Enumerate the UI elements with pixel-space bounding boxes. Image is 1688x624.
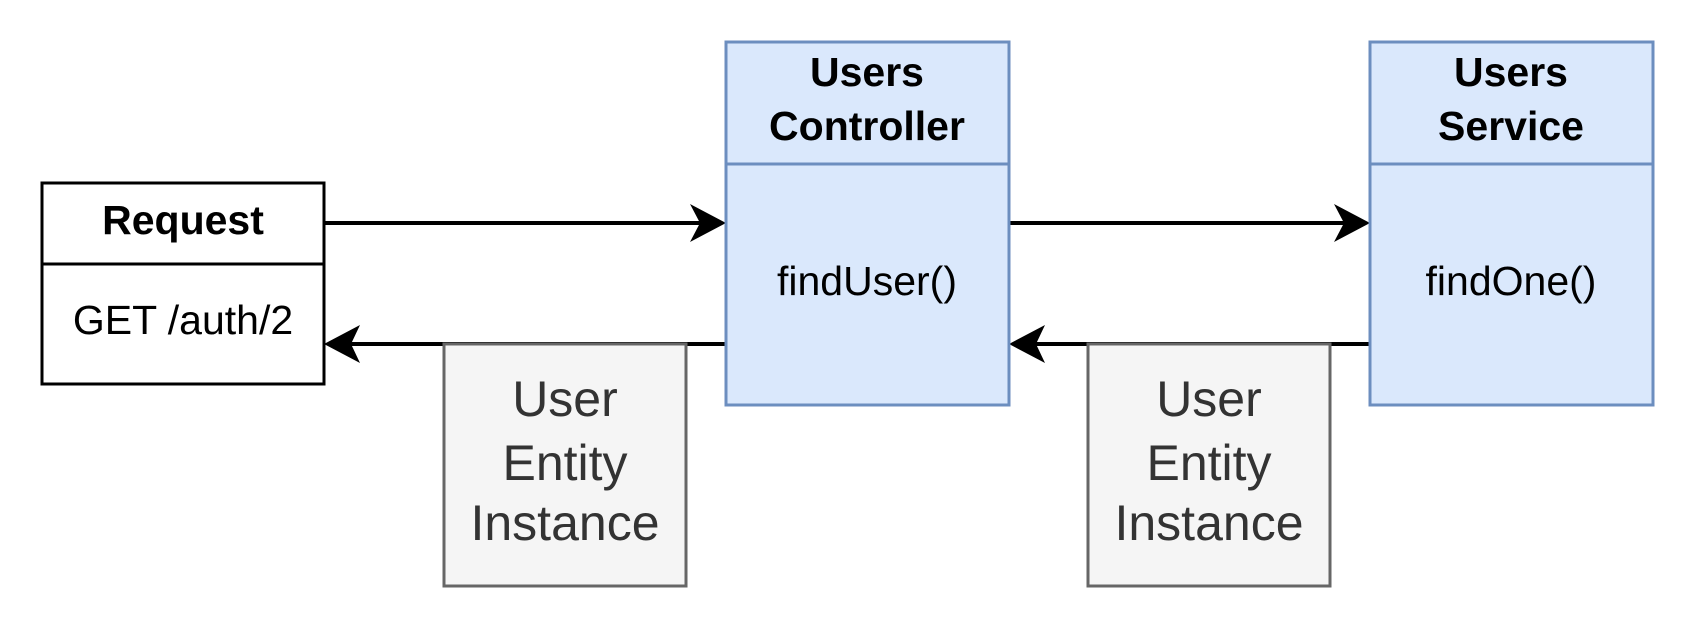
request-body-text: GET /auth/2 bbox=[73, 297, 293, 343]
controller-header bbox=[724, 40, 1011, 166]
entity-note-2[interactable]: User Entity Instance bbox=[1086, 342, 1332, 588]
entity-note-1[interactable]: User Entity Instance bbox=[442, 342, 688, 588]
request-header bbox=[40, 181, 326, 266]
controller-method: findUser() bbox=[777, 258, 957, 304]
edge-controller-to-service[interactable] bbox=[1009, 204, 1370, 242]
service-title-line1: Users bbox=[1454, 49, 1568, 95]
edge-request-to-controller[interactable] bbox=[324, 204, 726, 242]
entity-note-1-line3: Instance bbox=[470, 495, 659, 551]
arrowhead-right-icon bbox=[690, 204, 726, 242]
request-node[interactable]: Request GET /auth/2 bbox=[40, 181, 326, 386]
entity-note-2-line1: User bbox=[1156, 371, 1262, 427]
entity-note-1-box bbox=[442, 342, 688, 588]
arrowhead-left-icon bbox=[324, 325, 360, 363]
users-service-node[interactable]: Users Service findOne() bbox=[1368, 40, 1655, 407]
request-body bbox=[40, 262, 326, 386]
arrowhead-left-icon bbox=[1009, 325, 1045, 363]
service-body bbox=[1368, 162, 1655, 407]
entity-note-2-line3: Instance bbox=[1114, 495, 1303, 551]
service-title-line2: Service bbox=[1438, 103, 1584, 149]
controller-title-line1: Users bbox=[810, 49, 924, 95]
service-method: findOne() bbox=[1426, 258, 1597, 304]
entity-note-2-line2: Entity bbox=[1146, 435, 1271, 491]
arrowhead-right-icon bbox=[1334, 204, 1370, 242]
request-title: Request bbox=[102, 197, 264, 243]
entity-note-1-line1: User bbox=[512, 371, 618, 427]
entity-note-1-line2: Entity bbox=[502, 435, 627, 491]
users-controller-node[interactable]: Users Controller findUser() bbox=[724, 40, 1011, 407]
controller-body bbox=[724, 162, 1011, 407]
controller-title-line2: Controller bbox=[769, 103, 965, 149]
entity-note-2-box bbox=[1086, 342, 1332, 588]
service-header bbox=[1368, 40, 1655, 166]
